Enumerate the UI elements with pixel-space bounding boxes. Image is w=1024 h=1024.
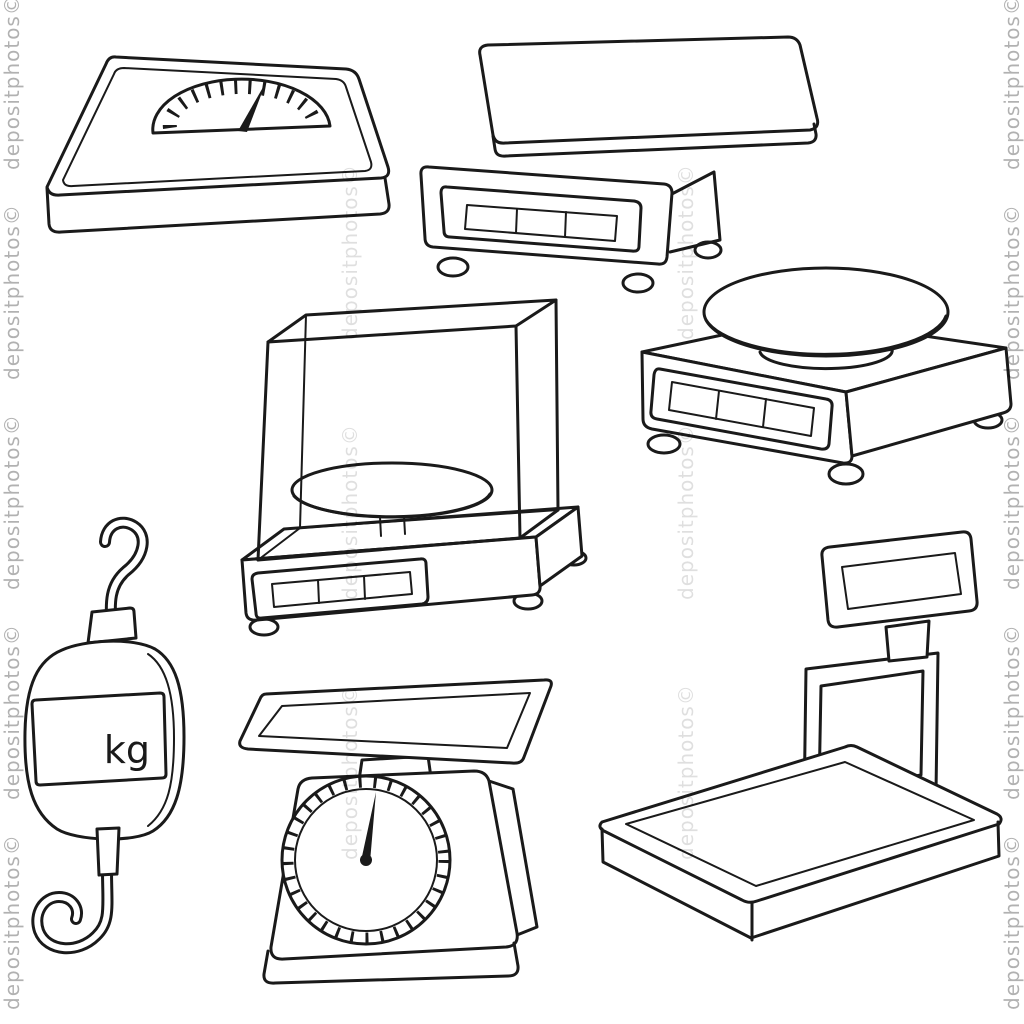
foot xyxy=(827,462,865,486)
bathroom-dial-ticks xyxy=(162,79,321,130)
precision-balance-illustration xyxy=(640,266,1013,486)
digital-scale-platform xyxy=(478,35,820,145)
unit-label: kg xyxy=(104,728,150,772)
weighing-platform xyxy=(598,744,1003,904)
bathroom-dial-needle xyxy=(238,82,266,132)
glass-draft-shield xyxy=(256,298,560,562)
weighing-tray xyxy=(238,678,553,765)
platform-scale-illustration xyxy=(598,530,1003,942)
foot xyxy=(621,272,655,294)
foot xyxy=(436,256,470,278)
kitchen-dial-needle xyxy=(361,792,376,862)
bathroom-scale-dial xyxy=(151,77,332,135)
weighing-pan xyxy=(702,266,950,358)
indicator-head xyxy=(820,530,979,629)
digital-display-panel xyxy=(439,185,643,253)
hanging-scale-illustration: kg xyxy=(23,516,186,955)
mechanical-kitchen-scale-illustration xyxy=(238,678,553,985)
bathroom-scale-illustration xyxy=(45,55,391,234)
kitchen-dial-ticks xyxy=(282,776,450,944)
foot xyxy=(646,433,682,455)
precision-display-panel xyxy=(649,367,834,451)
analytical-balance-illustration xyxy=(240,298,588,637)
digital-bench-scale-illustration xyxy=(419,35,820,294)
unit-label-plate xyxy=(30,691,168,787)
